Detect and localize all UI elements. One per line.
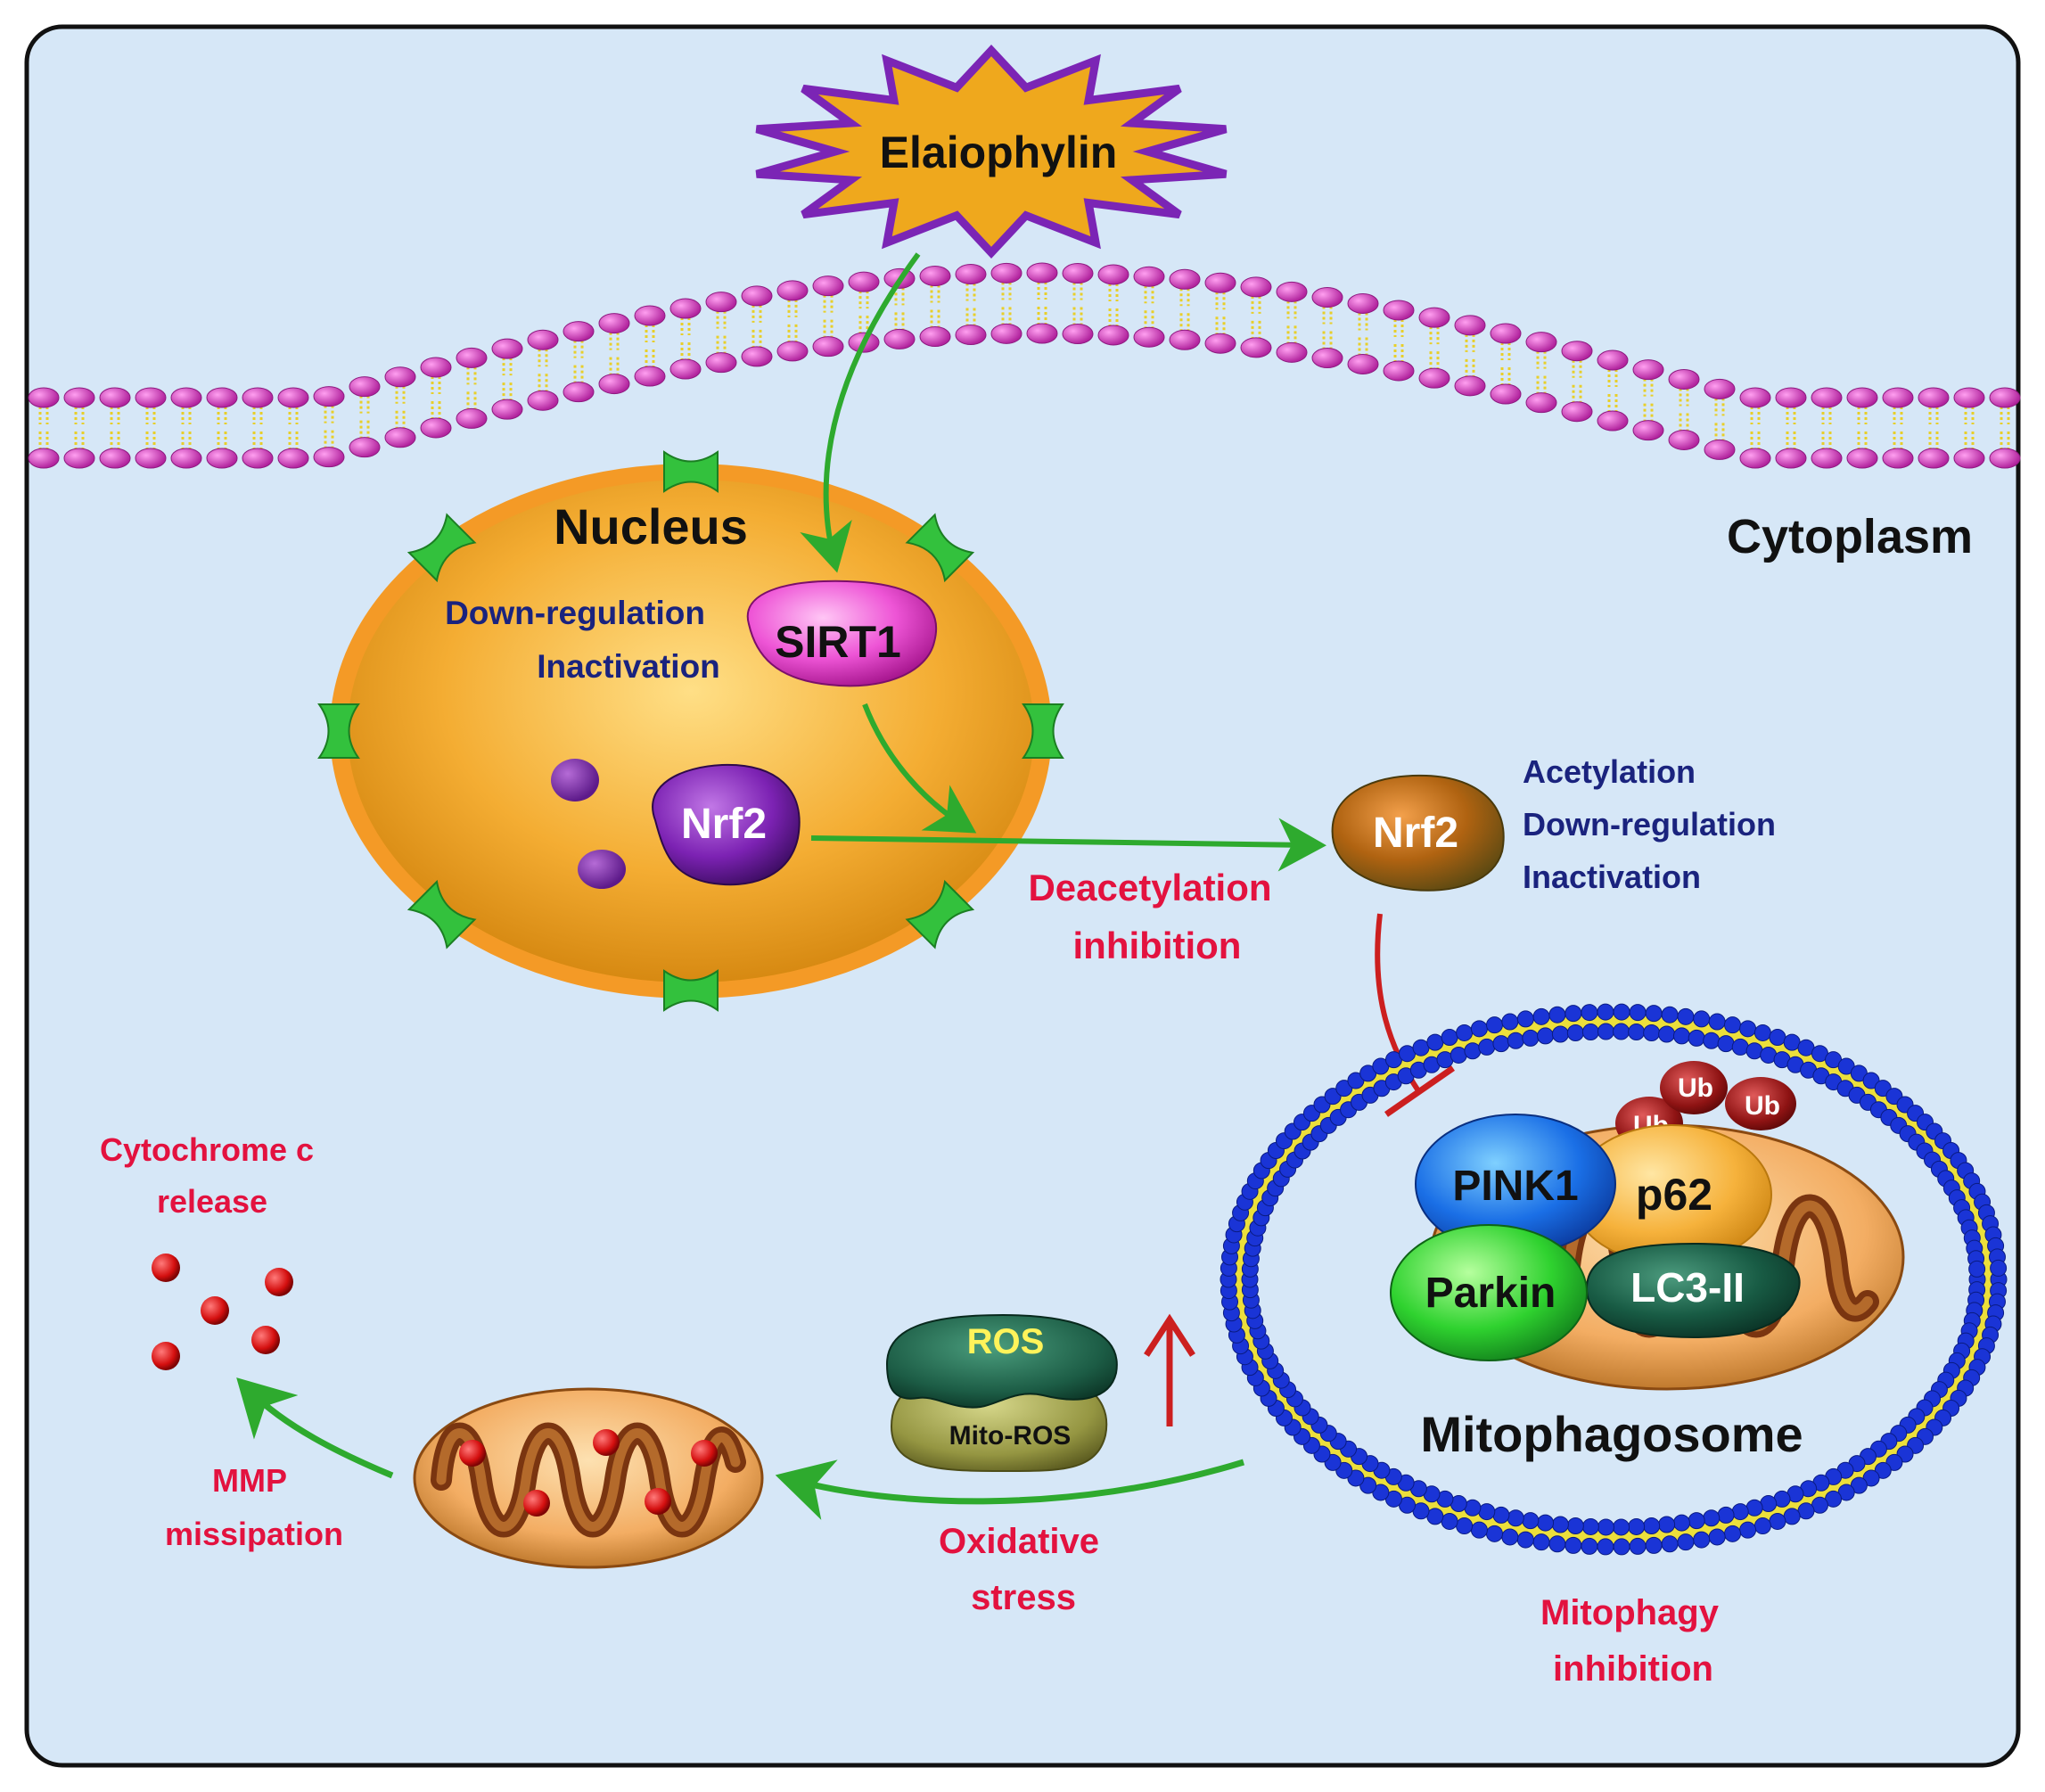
- ub-label: Ub: [1678, 1073, 1713, 1103]
- mito-ros-label: Mito-ROS: [949, 1421, 1072, 1451]
- mitophagosome-membrane: [1220, 1003, 2008, 1556]
- plasma-membrane: [28, 262, 2021, 469]
- sirt1-downregulation-label: Down-regulation: [445, 595, 705, 631]
- p62-protein: p62: [1571, 1124, 1772, 1265]
- cytochrome-c-label: Cytochrome c: [100, 1131, 314, 1168]
- deacetylation-label: Deacetylation: [1028, 867, 1271, 908]
- cytochrome-c-particles: [152, 1254, 293, 1370]
- nrf2-nuclear-label: Nrf2: [681, 801, 767, 848]
- cell-background: [24, 24, 2021, 1768]
- parkin-label: Parkin: [1425, 1270, 1556, 1317]
- deacetylation-inhibition-label: inhibition: [1073, 925, 1242, 966]
- lc3-ii-label: LC3-II: [1630, 1264, 1745, 1311]
- purple-particle: [551, 759, 599, 801]
- pink1-label: PINK1: [1452, 1163, 1578, 1210]
- nrf2-nuclear-protein: Nrf2: [652, 763, 801, 886]
- sirt1-label: SIRT1: [775, 617, 901, 667]
- oxidative-stress-label: stress: [971, 1578, 1076, 1617]
- nrf2-inactivation-label: Inactivation: [1523, 859, 1701, 895]
- activation-arrow-elaiophylin-sirt1: [800, 252, 921, 573]
- ros-label: ROS: [967, 1322, 1045, 1361]
- sirt1-inactivation-label: Inactivation: [537, 648, 720, 685]
- mitophagosome-label: Mitophagosome: [1420, 1406, 1803, 1462]
- mitophagy-label: Mitophagy: [1540, 1593, 1720, 1632]
- mmp-missipation-label: missipation: [165, 1516, 343, 1552]
- ub-label: Ub: [1745, 1091, 1780, 1121]
- activation-arrow-sirt1-nrf2: [862, 703, 977, 834]
- elaiophylin-starburst: Elaiophylin: [755, 45, 1228, 259]
- pink1-protein: PINK1: [1415, 1114, 1616, 1254]
- oxidative-label: Oxidative: [939, 1522, 1099, 1561]
- ros-cluster: ROS Mito-ROS: [885, 1313, 1118, 1472]
- nuclear-pores: [317, 450, 1064, 1012]
- translocation-arrow-nrf2: [810, 818, 1326, 872]
- p62-label: p62: [1636, 1170, 1712, 1220]
- mitophagy-inhibition-label: inhibition: [1553, 1649, 1713, 1689]
- mmp-label: MMP: [212, 1462, 287, 1499]
- nrf2-acetylation-label: Acetylation: [1523, 753, 1696, 790]
- nrf2-cytoplasmic-protein: Nrf2: [1331, 774, 1505, 892]
- sirt1-protein: SIRT1: [746, 580, 937, 687]
- parkin-protein: Parkin: [1390, 1224, 1588, 1361]
- lc3-ii-protein: LC3-II: [1585, 1242, 1801, 1339]
- nucleus-label: Nucleus: [554, 498, 748, 555]
- nrf2-cytoplasmic-label: Nrf2: [1373, 810, 1458, 857]
- increase-arrow: [1144, 1313, 1195, 1426]
- purple-particle: [578, 850, 626, 889]
- cytochrome-c-release-label: release: [157, 1183, 267, 1220]
- oxidative-stress-arrow: [775, 1459, 1245, 1520]
- mitophagosome: Ub Ub Ub p62 PINK1 LC3-II Parkin Mitopha…: [1220, 1003, 2008, 1556]
- nrf2-downregulation-label: Down-regulation: [1523, 806, 1776, 843]
- elaiophylin-label: Elaiophylin: [880, 127, 1118, 177]
- cytoplasm-label: Cytoplasm: [1727, 510, 1973, 563]
- damaged-mitochondrion: [413, 1387, 764, 1569]
- mmp-dissipation-arrow: [236, 1377, 394, 1479]
